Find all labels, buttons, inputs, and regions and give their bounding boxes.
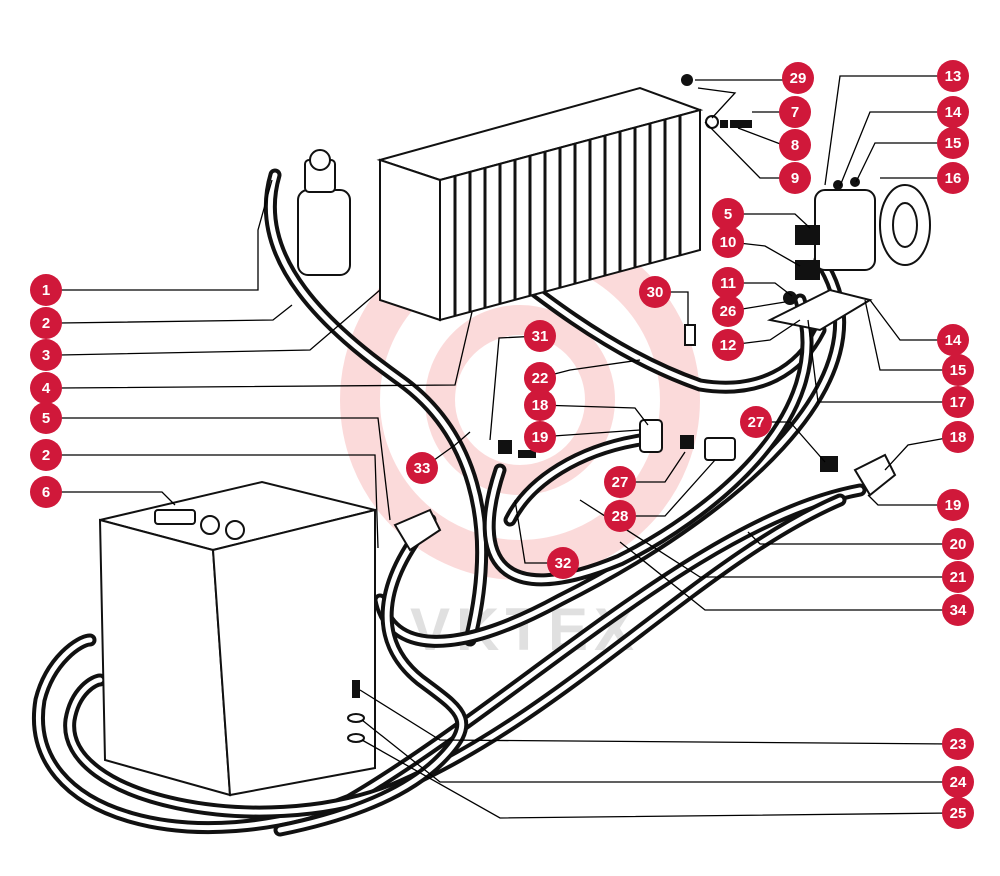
- callout-12: 12: [712, 329, 744, 361]
- callout-34: 34: [942, 594, 974, 626]
- callout-8: 8: [779, 129, 811, 161]
- callout-23: 23: [942, 728, 974, 760]
- drain-bolt: [352, 680, 360, 698]
- callout-label: 6: [42, 484, 50, 501]
- callout-label: 28: [612, 508, 629, 525]
- callout-label: 29: [790, 70, 807, 87]
- condenser: [376, 86, 704, 322]
- callout-label: 14: [945, 104, 962, 121]
- callout-label: 19: [945, 497, 962, 514]
- callout-26: 26: [712, 295, 744, 327]
- callout-label: 27: [612, 474, 629, 491]
- callout-19: 19: [524, 421, 556, 453]
- callout-33: 33: [406, 452, 438, 484]
- callout-label: 20: [950, 536, 967, 553]
- receiver-drier: [297, 149, 351, 276]
- callout-22: 22: [524, 362, 556, 394]
- callout-label: 1: [42, 282, 50, 299]
- callout-5: 5: [30, 402, 62, 434]
- washer: [347, 733, 365, 743]
- callout-14: 14: [937, 96, 969, 128]
- callout-20: 20: [942, 528, 974, 560]
- callout-15b: 15: [942, 354, 974, 386]
- callout-27: 27: [604, 466, 636, 498]
- callout-3: 3: [30, 339, 62, 371]
- callout-30: 30: [639, 276, 671, 308]
- callout-label: 2: [42, 315, 50, 332]
- callout-11: 11: [712, 267, 744, 299]
- callout-9: 9: [779, 162, 811, 194]
- callout-27b: 27: [740, 406, 772, 438]
- callout-label: 12: [720, 337, 737, 354]
- callout-label: 26: [720, 303, 737, 320]
- compressor: [766, 184, 931, 332]
- leader-lines: [59, 75, 953, 819]
- callout-1: 1: [30, 274, 62, 306]
- callout-label: 8: [791, 137, 799, 154]
- fittings: [393, 74, 897, 552]
- callout-16: 16: [937, 162, 969, 194]
- callout-label: 11: [720, 275, 736, 292]
- callout-32: 32: [547, 547, 579, 579]
- callout-label: 19: [532, 429, 549, 446]
- callout-label: 15: [950, 362, 967, 379]
- callout-label: 17: [950, 394, 967, 411]
- callout-31: 31: [524, 320, 556, 352]
- callout-14b: 14: [937, 324, 969, 356]
- callout-label: 34: [950, 602, 967, 619]
- callout-19b: 19: [937, 489, 969, 521]
- callout-label: 18: [532, 397, 549, 414]
- callout-15: 15: [937, 127, 969, 159]
- condenser-fins: [453, 116, 682, 316]
- callout-17: 17: [942, 386, 974, 418]
- callout-label: 18: [950, 429, 967, 446]
- callout-2: 2: [30, 307, 62, 339]
- callout-label: 24: [950, 774, 967, 791]
- callout-5b: 5: [712, 198, 744, 230]
- callout-25: 25: [942, 797, 974, 829]
- callout-label: 5: [724, 206, 732, 223]
- callouts: 1 2 3 4 5 2 6 29 7 8 9 13 14 15 16 5 10 …: [30, 60, 974, 829]
- callout-6: 6: [30, 476, 62, 508]
- callout-4: 4: [30, 372, 62, 404]
- callout-label: 25: [950, 805, 967, 822]
- callout-label: 2: [42, 447, 50, 464]
- control-panel: [154, 509, 245, 540]
- callout-label: 23: [950, 736, 967, 753]
- hoses: [32, 168, 867, 837]
- callout-21: 21: [942, 561, 974, 593]
- callout-29: 29: [782, 62, 814, 94]
- callout-label: 10: [720, 234, 737, 251]
- callout-28: 28: [604, 500, 636, 532]
- callout-label: 33: [414, 460, 431, 477]
- callout-10: 10: [712, 226, 744, 258]
- callout-label: 16: [945, 170, 962, 187]
- callout-13: 13: [937, 60, 969, 92]
- callout-18b: 18: [942, 421, 974, 453]
- callout-label: 27: [748, 414, 765, 431]
- evaporator-box: [98, 480, 376, 797]
- callout-label: 7: [791, 104, 799, 121]
- callout-label: 5: [42, 410, 50, 427]
- callout-label: 21: [950, 569, 967, 586]
- callout-label: 14: [945, 332, 962, 349]
- callout-24: 24: [942, 766, 974, 798]
- callout-2b: 2: [30, 439, 62, 471]
- callout-label: 32: [555, 555, 572, 572]
- callout-label: 9: [791, 170, 799, 187]
- callout-label: 4: [42, 380, 51, 397]
- callout-label: 15: [945, 135, 962, 152]
- callout-label: 22: [532, 370, 549, 387]
- washer: [347, 713, 365, 723]
- callout-label: 3: [42, 347, 50, 364]
- callout-label: 30: [647, 284, 664, 301]
- callout-label: 31: [532, 328, 549, 345]
- callout-18: 18: [524, 389, 556, 421]
- callout-7: 7: [779, 96, 811, 128]
- callout-label: 13: [945, 68, 962, 85]
